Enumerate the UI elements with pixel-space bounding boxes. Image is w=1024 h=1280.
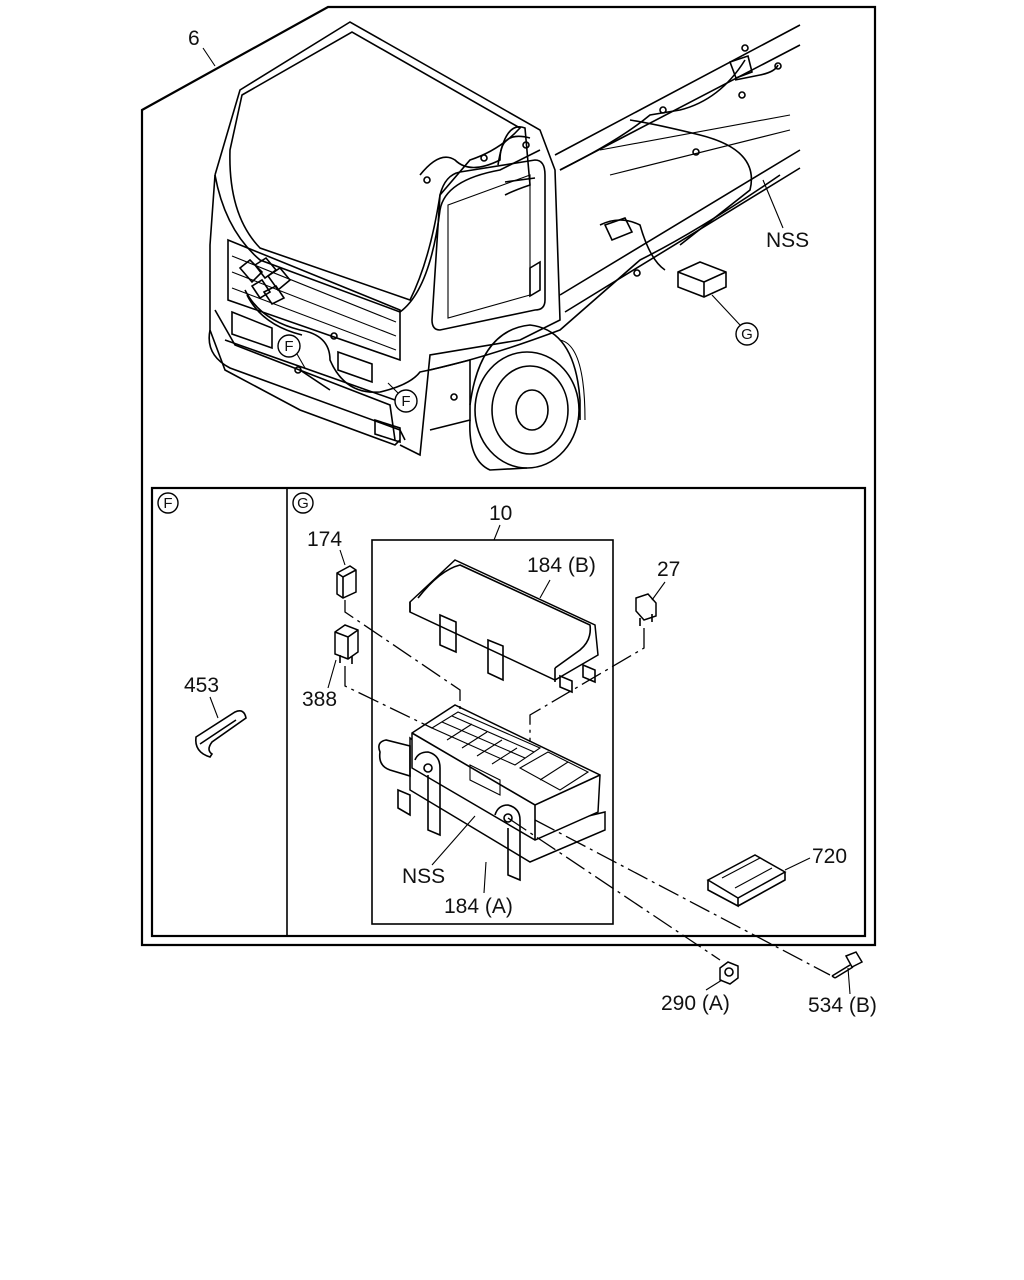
fuse-box-assembly-frame [371, 539, 614, 925]
wiring-harness [238, 44, 782, 401]
callout-453: 453 [184, 674, 219, 697]
fuse-27 [635, 593, 657, 626]
location-f-marker-1 [277, 334, 301, 358]
callout-nss-box: NSS [402, 865, 445, 888]
panel-f: F 453 [157, 492, 247, 758]
callout-27: 27 [657, 558, 680, 581]
chassis-rail-lower [559, 149, 801, 313]
detail-panels: F 453 G 10 184 (B) [150, 486, 867, 976]
panel-g: G 10 184 (B) [292, 492, 847, 976]
location-f-marker-2 [394, 389, 418, 413]
callout-6: 6 [188, 27, 200, 50]
callout-290a: 290 (A) [661, 992, 730, 1015]
callout-174: 174 [307, 528, 342, 551]
truck-cab [208, 21, 561, 457]
location-f-label-2: F [401, 393, 410, 410]
fuse-box-base-184a [378, 704, 606, 882]
bolt-534b [831, 951, 864, 979]
location-g-marker [735, 322, 759, 346]
relay-388 [334, 624, 359, 664]
hardware: 290 (A) 534 (B) [661, 951, 877, 1017]
clip-453 [194, 710, 247, 758]
callout-534b: 534 (B) [808, 994, 877, 1017]
callout-nss-top: NSS [766, 229, 809, 252]
panel-g-label: G [297, 495, 309, 512]
callout-184a: 184 (A) [444, 895, 513, 918]
relay-174 [336, 565, 357, 599]
callout-720: 720 [812, 845, 847, 868]
location-g-label: G [741, 326, 753, 343]
front-wheel [469, 324, 586, 471]
location-f-label-1: F [284, 338, 293, 355]
fuse-box-location [677, 261, 727, 298]
nut-290a [719, 961, 739, 985]
chassis-rail-upper [554, 24, 801, 171]
panel-f-label: F [163, 495, 172, 512]
outer-frame [140, 5, 877, 947]
bracket-720 [706, 854, 787, 908]
cover-184b [409, 559, 599, 694]
callout-10: 10 [489, 502, 512, 525]
truck-overview: 6 NSS G F F [140, 5, 877, 947]
callout-388: 388 [302, 688, 337, 711]
detail-frame [150, 486, 867, 938]
callout-184b: 184 (B) [527, 554, 596, 577]
